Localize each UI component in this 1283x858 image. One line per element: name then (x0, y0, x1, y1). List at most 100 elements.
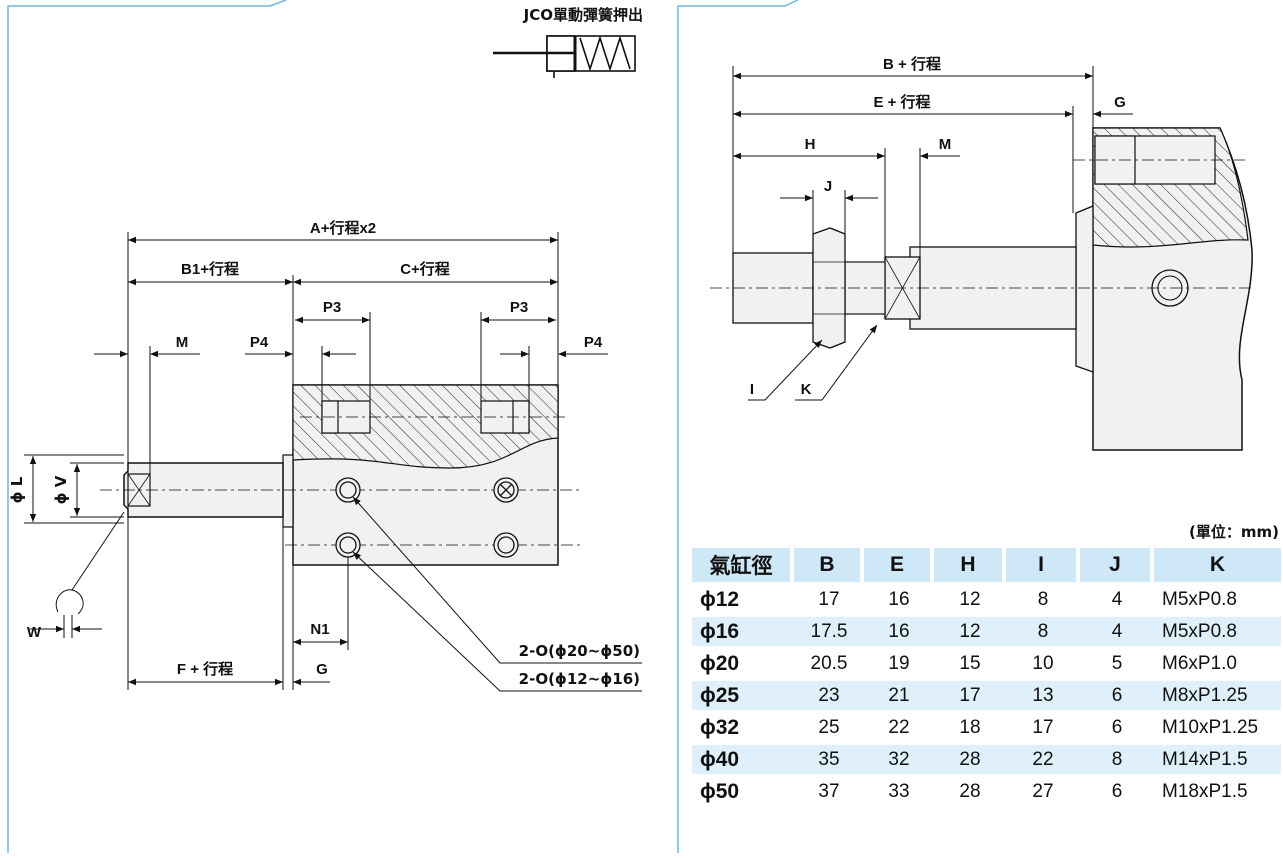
cell-k: M14xP1.5 (1154, 745, 1281, 774)
table-header-row: 氣缸徑 B E H I J K (692, 548, 1281, 582)
cell-e: 21 (864, 681, 934, 710)
cell-j: 4 (1080, 617, 1154, 646)
table-row: ϕ20 20.5 19 15 10 5 M6xP1.0 (692, 649, 1281, 678)
cell-j: 8 (1080, 745, 1154, 774)
table-row: ϕ50 37 33 28 27 6 M18xP1.5 (692, 777, 1281, 806)
cell-b: 23 (794, 681, 864, 710)
dim-b-label: B + 行程 (883, 55, 941, 73)
cell-j: 6 (1111, 716, 1123, 738)
header-b: B (794, 548, 864, 582)
dim-p3-left-label: P3 (323, 299, 341, 316)
cell-i: 17 (1032, 716, 1054, 738)
dim-h-label: H (805, 136, 816, 153)
cell-b: 17 (818, 588, 840, 610)
port-large-label: 2-O(ϕ20~ϕ50) (519, 642, 640, 660)
cell-h: 12 (959, 588, 981, 610)
cell-i: 8 (1006, 617, 1080, 646)
dim-w-label: W (27, 624, 42, 641)
dim-i-label: I (750, 381, 754, 398)
cell-b: 25 (818, 716, 840, 738)
cell-e: 16 (864, 617, 934, 646)
cell-h: 12 (934, 617, 1006, 646)
rod-collar (282, 454, 294, 528)
dim-m-left-label: M (176, 334, 189, 351)
cell-bore: ϕ40 (692, 745, 794, 774)
cell-e: 19 (888, 652, 910, 674)
dim-b1-label: B1+行程 (181, 260, 239, 278)
dim-p3-right-label: P3 (510, 299, 528, 316)
left-dimensions (24, 232, 642, 692)
table-row: ϕ16 17.5 16 12 8 4 M5xP0.8 (692, 617, 1281, 646)
header-bore: 氣缸徑 (692, 548, 794, 582)
cell-h: 28 (959, 780, 981, 802)
cell-j: 4 (1111, 588, 1123, 610)
cell-bore: ϕ32 (700, 715, 740, 739)
table-row: ϕ40 35 32 28 22 8 M14xP1.5 (692, 745, 1281, 774)
rod-end-detail (710, 127, 1255, 451)
panel-frames (7, 0, 799, 853)
cell-bore: ϕ20 (700, 651, 740, 675)
dim-p4-right-label: P4 (584, 334, 603, 351)
cell-e: 32 (864, 745, 934, 774)
port-small-label: 2-O(ϕ12~ϕ16) (519, 670, 640, 688)
dim-a-label: A+行程x2 (310, 219, 376, 237)
cell-h: 15 (959, 652, 981, 674)
cell-k: M10xP1.25 (1162, 716, 1259, 738)
header-e: E (864, 548, 934, 582)
cell-j: 6 (1080, 681, 1154, 710)
left-panel-frame (7, 0, 287, 853)
header-j: J (1080, 548, 1154, 582)
table-row: ϕ12 17 16 12 8 4 M5xP0.8 (692, 585, 1281, 614)
cell-bore: ϕ50 (700, 779, 740, 803)
cell-k: M6xP1.0 (1162, 652, 1237, 674)
cell-k: M8xP1.25 (1154, 681, 1281, 710)
cell-e: 22 (888, 716, 910, 738)
dim-m-right-label: M (939, 136, 952, 153)
cell-b: 17.5 (794, 617, 864, 646)
table-row: ϕ25 23 21 17 13 6 M8xP1.25 (692, 681, 1281, 710)
head-collar (1075, 205, 1094, 373)
right-panel-frame (677, 0, 799, 853)
cell-h: 28 (934, 745, 1006, 774)
cell-b: 37 (818, 780, 840, 802)
dim-j-label: J (824, 178, 832, 195)
cell-e: 33 (888, 780, 910, 802)
dim-g-right-label: G (1114, 94, 1126, 111)
table-row: ϕ32 25 22 18 17 6 M10xP1.25 (692, 713, 1281, 742)
cell-k: M18xP1.5 (1162, 780, 1248, 802)
cell-b: 20.5 (810, 652, 848, 674)
header-i: I (1006, 548, 1080, 582)
dim-e-label: E + 行程 (873, 93, 930, 111)
dim-p4-left-label: P4 (250, 334, 269, 351)
cell-i: 22 (1006, 745, 1080, 774)
dim-c-label: C+行程 (400, 260, 450, 278)
cell-h: 18 (959, 716, 981, 738)
air-ports (335, 477, 519, 558)
dim-n1-label: N1 (310, 621, 329, 638)
header-h: H (934, 548, 1006, 582)
spec-table: 氣缸徑 B E H I J K ϕ12 17 16 12 8 4 M5xP0.8… (692, 545, 1281, 809)
unit-label: (單位：mm) (1189, 523, 1279, 541)
cell-h: 17 (934, 681, 1006, 710)
cell-i: 8 (1037, 588, 1049, 610)
right-dimensions (732, 66, 1133, 401)
left-dimension-labels: A+行程x2 B1+行程 C+行程 P3 P3 P4 P4 M ϕ L ϕ V … (8, 219, 640, 688)
cell-j: 6 (1111, 780, 1123, 802)
cell-bore: ϕ16 (692, 617, 794, 646)
cell-i: 13 (1006, 681, 1080, 710)
cell-b: 35 (794, 745, 864, 774)
spring-symbol (493, 35, 636, 78)
cell-j: 5 (1111, 652, 1123, 674)
cell-bore: ϕ25 (692, 681, 794, 710)
dim-k-label: K (801, 381, 812, 398)
dim-l-label: ϕ L (8, 476, 26, 503)
cell-i: 10 (1032, 652, 1054, 674)
dim-g-left-label: G (316, 661, 328, 678)
dim-f-label: F + 行程 (177, 660, 233, 678)
cell-e: 16 (888, 588, 910, 610)
cell-i: 27 (1032, 780, 1054, 802)
dim-v-label: ϕ V (52, 475, 70, 504)
symbol-title: JCO單動彈簧押出 (523, 6, 643, 24)
